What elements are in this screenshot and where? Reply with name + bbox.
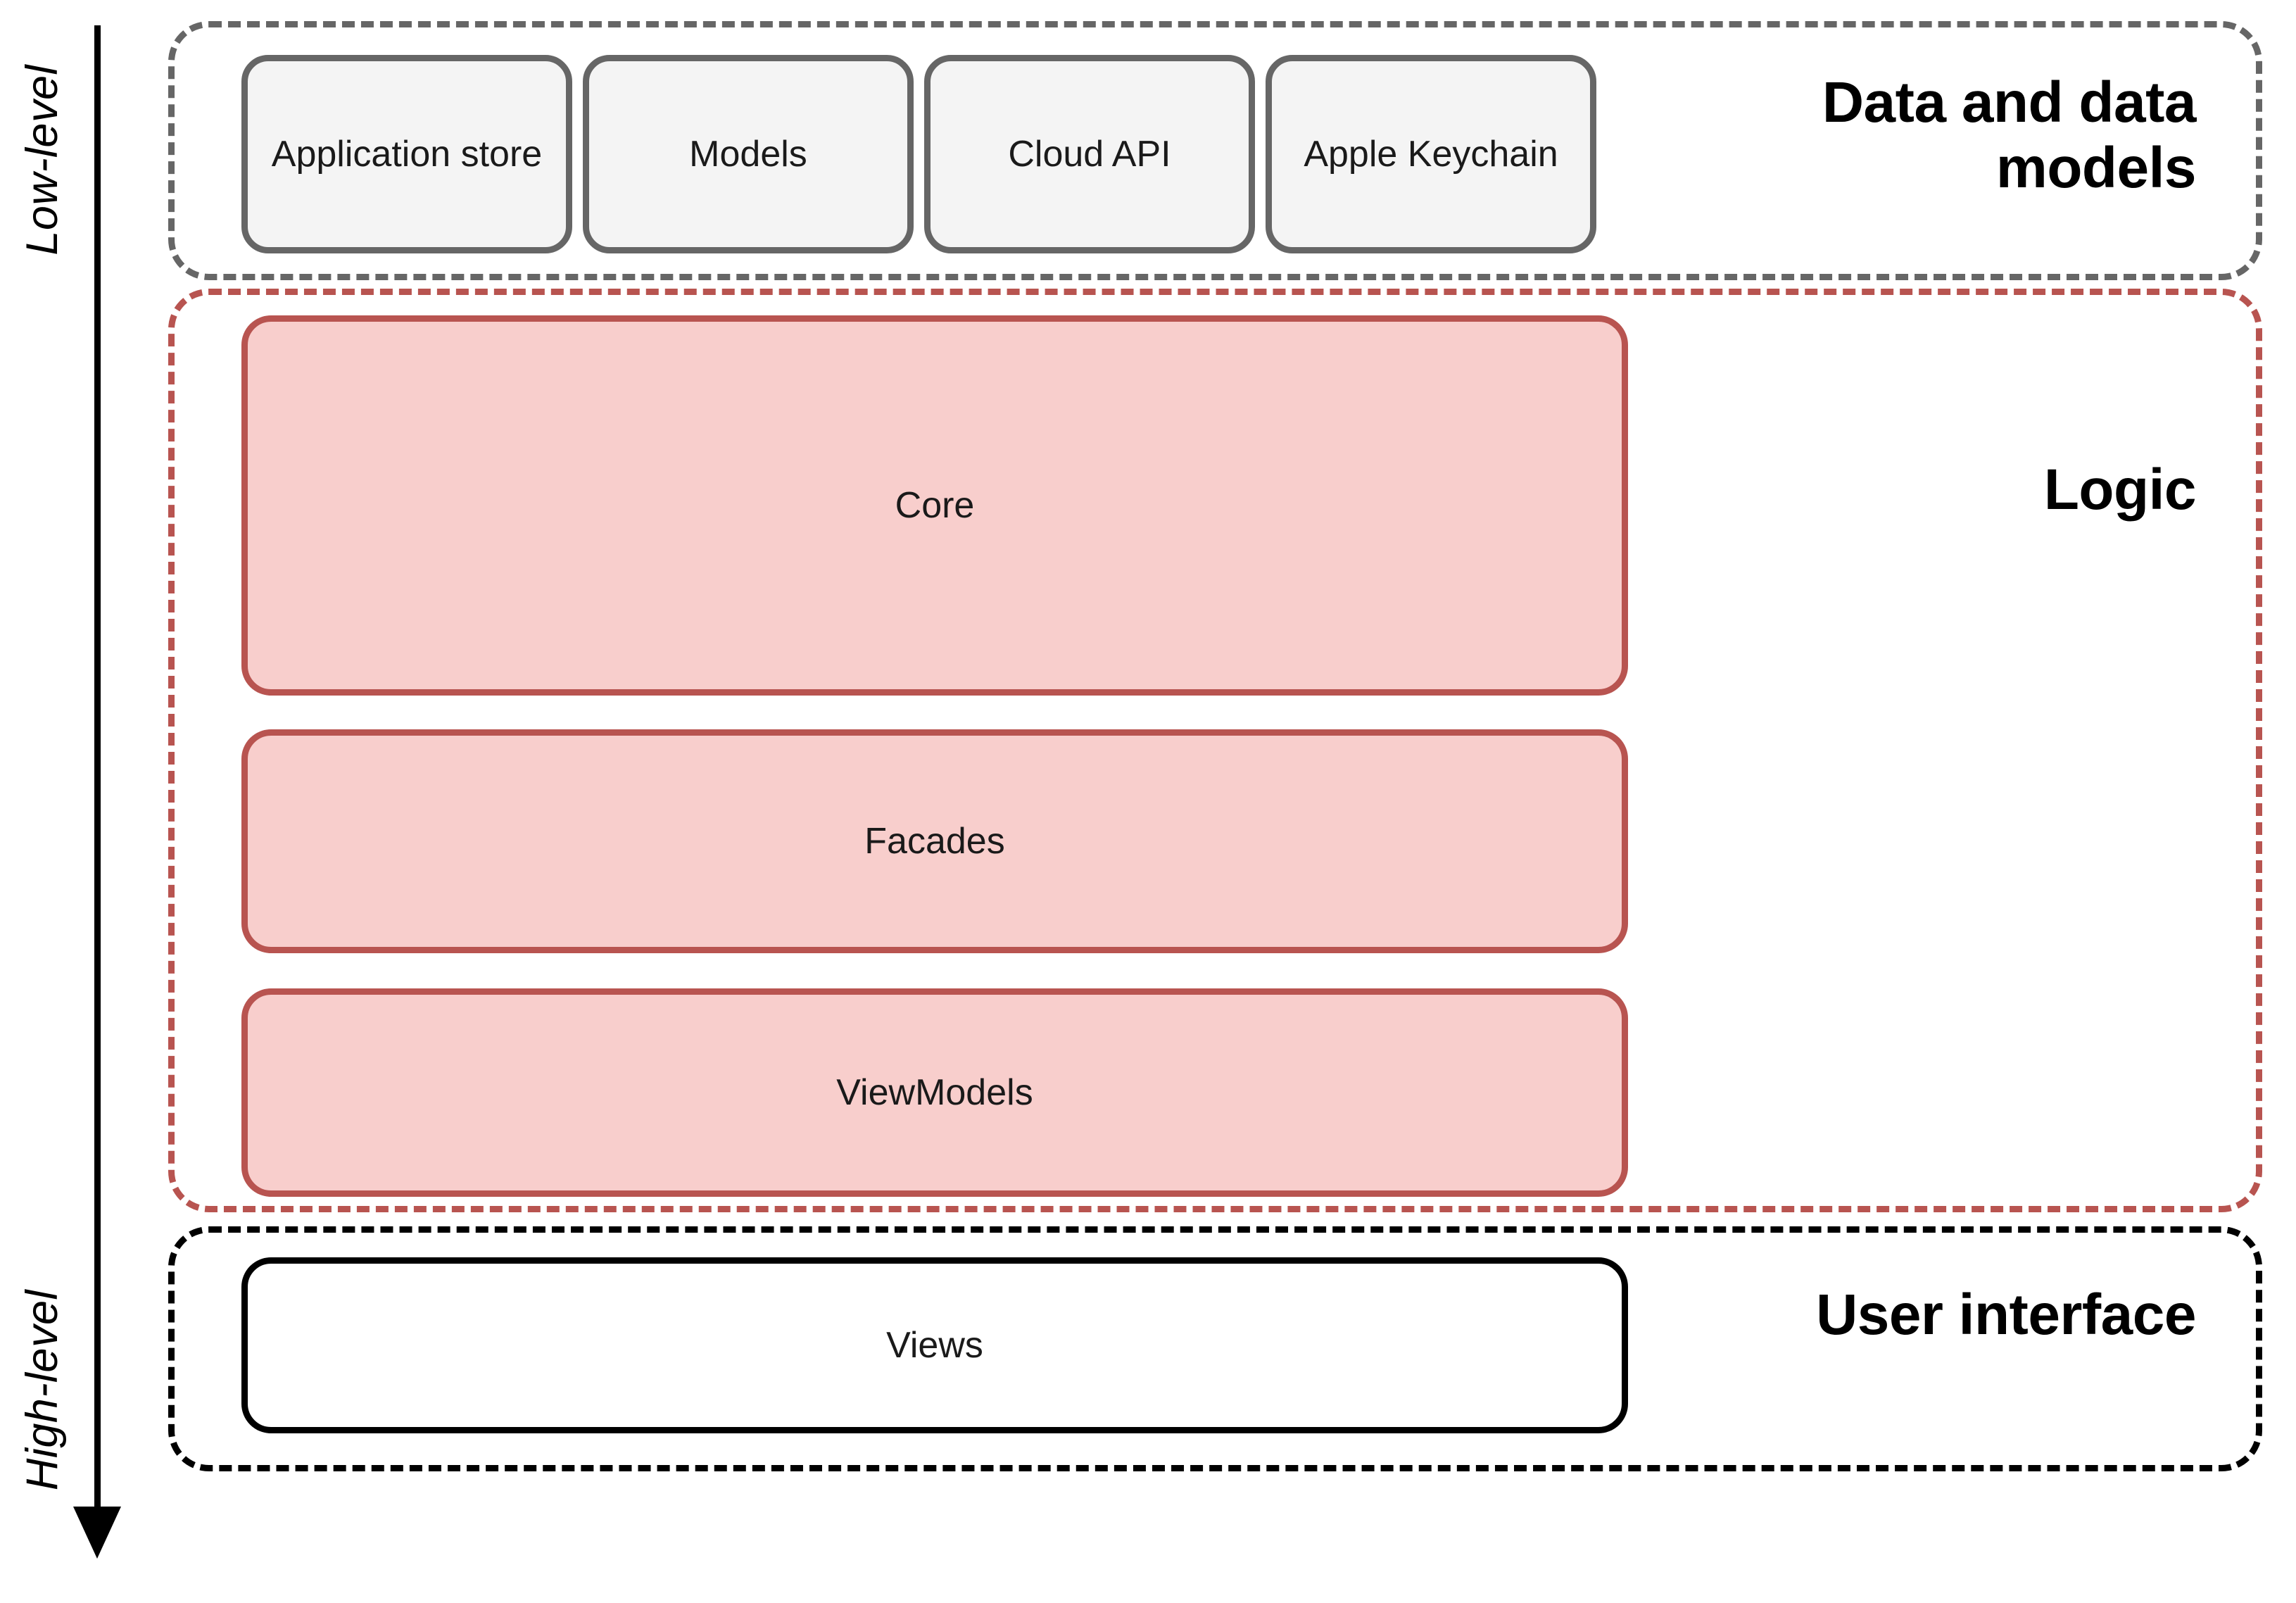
axis-label-low-level: Low-level (18, 65, 67, 256)
layer-container-user-interface (168, 1226, 2262, 1471)
node-cloud-api[interactable]: Cloud API (924, 55, 1255, 253)
node-application-store[interactable]: Application store (241, 55, 572, 253)
node-apple-keychain[interactable]: Apple Keychain (1266, 55, 1596, 253)
layer-title-data: Data and data models (1822, 70, 2197, 200)
node-views[interactable]: Views (241, 1257, 1628, 1433)
layer-container-data (168, 21, 2262, 280)
level-axis-arrow-icon (73, 1507, 121, 1559)
node-core[interactable]: Core (241, 315, 1628, 696)
node-facades[interactable]: Facades (241, 729, 1628, 953)
layer-title-user-interface: User interface (1816, 1283, 2196, 1347)
axis-label-high-level: High-level (18, 1290, 67, 1491)
node-models[interactable]: Models (583, 55, 914, 253)
layer-container-logic (168, 289, 2262, 1212)
node-viewmodels[interactable]: ViewModels (241, 988, 1628, 1197)
level-axis-line (94, 25, 101, 1518)
layer-title-logic: Logic (2043, 458, 2197, 522)
